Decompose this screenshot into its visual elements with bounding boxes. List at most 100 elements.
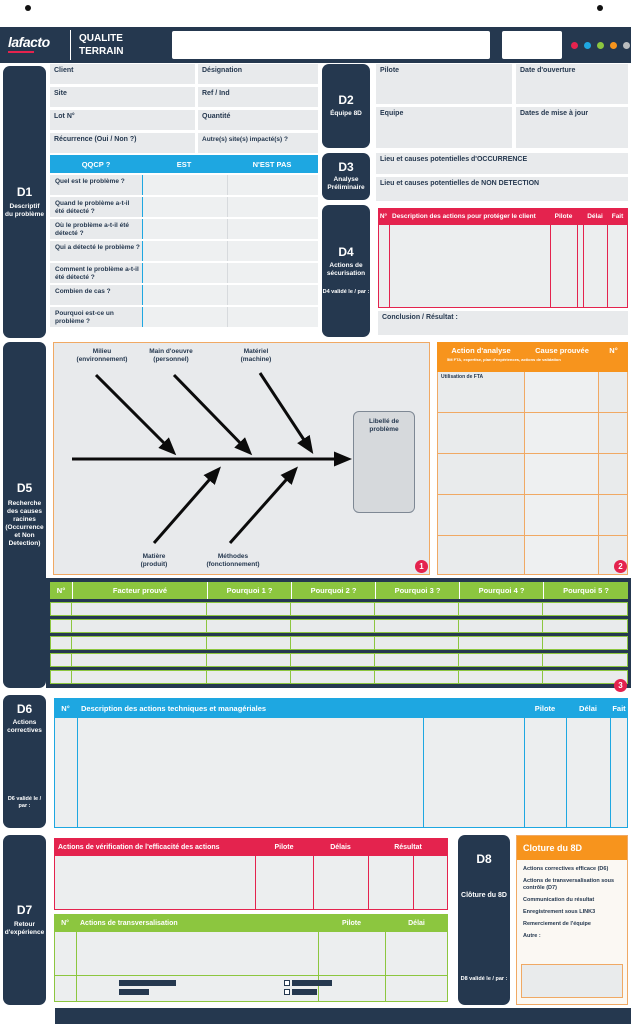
- fishbone-diagram: Milieu(environnement) Main d'oeuvre(pers…: [53, 342, 430, 575]
- footer-checkbox[interactable]: [284, 989, 290, 995]
- analysis-body: Utilisation de FTA: [437, 372, 628, 575]
- field-designation[interactable]: Désignation: [198, 64, 318, 84]
- header-dots: [571, 42, 630, 49]
- cloture-item[interactable]: Autre :: [523, 933, 541, 939]
- qqocp-answer[interactable]: [142, 307, 318, 327]
- qqocp-table: QQCP ? EST N'EST PAS Quel est le problèm…: [50, 155, 318, 329]
- d1-label: Descriptif du problème: [5, 202, 45, 218]
- analysis-cell[interactable]: [525, 495, 599, 536]
- footer-checkbox[interactable]: [284, 980, 290, 986]
- header-divider: [70, 30, 71, 60]
- d7-label: Retour d'expérience: [4, 920, 45, 936]
- logo-text: lafacto: [8, 34, 50, 50]
- d6-label: Actions correctives: [7, 719, 42, 734]
- why-row[interactable]: [50, 619, 628, 633]
- field-ref-ind[interactable]: Ref / Ind: [198, 87, 318, 107]
- cloture-item[interactable]: Actions de transversalisation sous contr…: [523, 878, 615, 891]
- d8-code: D8: [476, 852, 492, 866]
- footer-bar: [292, 989, 317, 995]
- footer-bar: [119, 980, 176, 986]
- analysis-cell[interactable]: [437, 454, 525, 495]
- qqocp-answer[interactable]: [142, 241, 318, 261]
- analysis-cell[interactable]: [525, 413, 599, 454]
- why-row[interactable]: [50, 636, 628, 650]
- analysis-cell[interactable]: [525, 536, 599, 575]
- logo: lafacto: [8, 34, 50, 53]
- d4-table-body[interactable]: [378, 225, 628, 308]
- why-table-panel: N° Facteur prouvé Pourquoi 1 ? Pourquoi …: [46, 578, 631, 688]
- d4-table: N° Description des actions pour protéger…: [378, 208, 628, 335]
- d7-transversalisation-body[interactable]: [54, 932, 448, 976]
- field-recurrence[interactable]: Récurrence (Oui / Non ?): [50, 133, 195, 153]
- d4-block: D4 Actions de sécurisation D4 validé le …: [322, 205, 370, 337]
- analysis-subtitle: 5M FTA, expertise, plan d'expériences, a…: [447, 357, 561, 362]
- qqocp-answer[interactable]: [142, 175, 318, 195]
- qqocp-answer[interactable]: [142, 197, 318, 217]
- analysis-cell[interactable]: [599, 413, 628, 454]
- d5-block: D5 Recherche des causes racines (Occurre…: [3, 342, 46, 688]
- cloture-notes-box[interactable]: [521, 964, 623, 998]
- qqocp-header: QQCP ? EST N'EST PAS: [50, 155, 318, 173]
- analysis-cell[interactable]: [437, 536, 525, 575]
- analysis-cell[interactable]: [599, 372, 628, 413]
- why-row[interactable]: [50, 602, 628, 616]
- why-row[interactable]: [50, 670, 628, 684]
- d5-code: D5: [16, 481, 33, 495]
- field-client[interactable]: Client: [50, 64, 195, 84]
- d7-transversalisation-footer-row[interactable]: [54, 976, 448, 1002]
- field-lot[interactable]: Lot N°: [50, 110, 195, 130]
- d3-label: Analyse Préliminaire: [327, 176, 365, 191]
- why-row[interactable]: [50, 653, 628, 667]
- d2-label: Équipe 8D: [330, 110, 362, 117]
- d4-valide: D4 validé le / par :: [322, 289, 370, 295]
- analysis-cell[interactable]: Utilisation de FTA: [437, 372, 525, 413]
- field-quantite[interactable]: Quantité: [198, 110, 318, 130]
- d1-code: D1: [16, 184, 33, 199]
- field-equipe[interactable]: Equipe: [376, 107, 512, 148]
- reference-input[interactable]: [502, 31, 562, 59]
- fishbone-label-milieu: Milieu(environnement): [76, 348, 128, 363]
- problem-box[interactable]: Libellé de problème: [353, 411, 415, 513]
- analysis-cell[interactable]: [437, 413, 525, 454]
- footer-bar: [292, 980, 332, 986]
- step-badge-1: 1: [415, 560, 428, 573]
- fishbone-label-main-doeuvre: Main d'oeuvre(personnel): [149, 348, 193, 363]
- d8-block: D8 Clôture du 8D D8 validé le / par :: [458, 835, 510, 1005]
- d4-table-header: N° Description des actions pour protéger…: [378, 208, 628, 225]
- d6-table-body[interactable]: [54, 718, 628, 828]
- step-badge-3: 3: [614, 679, 627, 692]
- analysis-cell[interactable]: [599, 454, 628, 495]
- cloture-item[interactable]: Communication du résultat: [523, 897, 595, 903]
- logo-tagline: [8, 51, 34, 53]
- field-non-detection[interactable]: Lieu et causes potentielles de NON DETEC…: [376, 177, 628, 201]
- cloture-item[interactable]: Remerciement de l'équipe: [523, 921, 591, 927]
- subject-input[interactable]: [172, 31, 490, 59]
- d7-verification-body[interactable]: [54, 856, 448, 910]
- qqocp-answer[interactable]: [142, 219, 318, 239]
- field-pilote[interactable]: Pilote: [376, 64, 512, 104]
- d7-transversalisation-table: N° Actions de transversalisation Pilote …: [54, 914, 448, 1002]
- field-date-ouverture[interactable]: Date d'ouverture: [516, 64, 628, 104]
- analysis-cell[interactable]: [525, 454, 599, 495]
- cloture-item[interactable]: Enregistrement sous LINK3: [523, 909, 596, 915]
- d7-verification-table: Actions de vérification de l'efficacité …: [54, 838, 448, 910]
- qqocp-answer[interactable]: [142, 263, 318, 283]
- field-site[interactable]: Site: [50, 87, 195, 107]
- qqocp-answer[interactable]: [142, 285, 318, 305]
- qqocp-col1: QQCP ?: [81, 159, 111, 169]
- step-badge-2: 2: [614, 560, 627, 573]
- field-dates-maj[interactable]: Dates de mise à jour: [516, 107, 628, 148]
- d4-conclusion[interactable]: Conclusion / Résultat :: [378, 311, 628, 335]
- analysis-cell[interactable]: [599, 495, 628, 536]
- qqocp-row: Quand le problème a-t-il été détecté ?: [50, 197, 318, 219]
- analysis-cell[interactable]: [437, 495, 525, 536]
- field-autres-sites[interactable]: Autre(s) site(s) impacté(s) ?: [198, 133, 318, 153]
- d4-label: Actions de sécurisation: [326, 262, 366, 277]
- print-mark-right: [597, 5, 603, 11]
- analysis-cell[interactable]: [525, 372, 599, 413]
- cloture-item[interactable]: Actions correctives efficace (D6): [523, 866, 609, 872]
- d7-verification-header: Actions de vérification de l'efficacité …: [54, 838, 448, 856]
- d4-code: D4: [338, 245, 354, 259]
- field-occurrence[interactable]: Lieu et causes potentielles d'OCCURRENCE: [376, 153, 628, 174]
- cloture-header: Cloture du 8D: [517, 836, 627, 860]
